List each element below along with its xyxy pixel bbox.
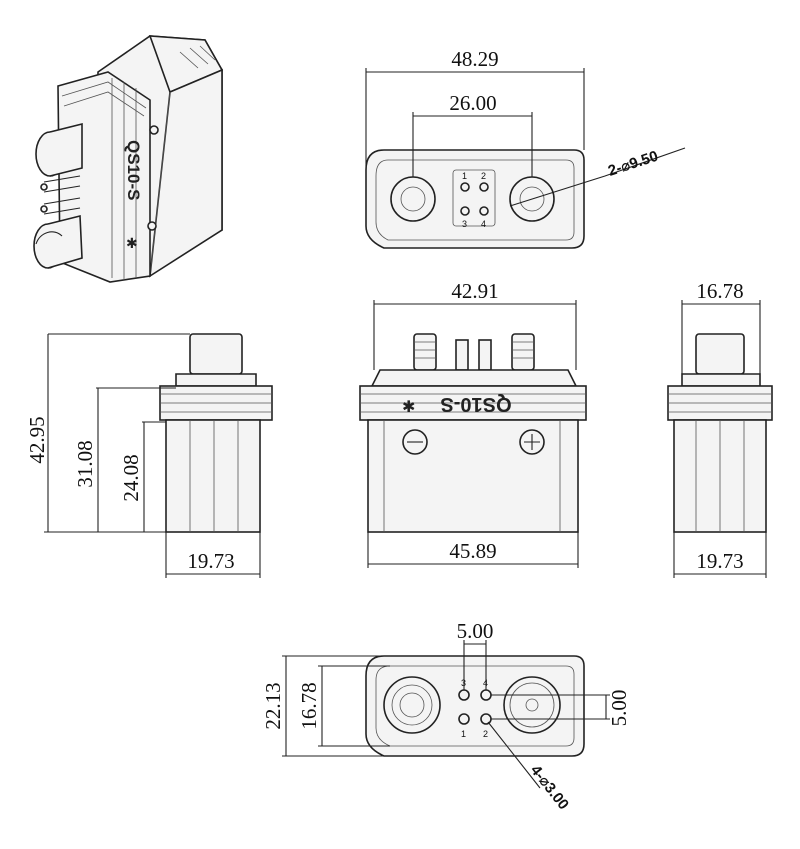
side-height-total-dimension: 42.95 — [25, 416, 49, 463]
front-view: QS10-S ✱ 42.91 45.89 — [359, 279, 587, 568]
bottom-pin-callout: 4-⌀3.00 — [527, 762, 572, 813]
right-width-dimension: 19.73 — [696, 549, 743, 573]
front-logo-icon: ✱ — [402, 399, 415, 416]
top-hole-callout: 2-⌀9.50 — [606, 148, 660, 180]
left-side-view: 42.95 31.08 24.08 19.73 — [25, 333, 273, 578]
side-height-mid-dimension: 31.08 — [73, 440, 97, 487]
front-bottom-width-dimension: 45.89 — [449, 539, 496, 563]
side-height-body-dimension: 24.08 — [119, 454, 143, 501]
top-pin-label-4: 4 — [481, 219, 486, 229]
top-pin-label-3: 3 — [462, 219, 467, 229]
bottom-view: 3 4 1 2 5.00 5.00 22.13 16.78 4-⌀3.00 — [261, 619, 631, 813]
bottom-pin-label-2: 2 — [483, 729, 488, 739]
iso-product-label: QS10-S — [124, 140, 143, 200]
side-width-dimension: 19.73 — [187, 549, 234, 573]
right-top-width-dimension: 16.78 — [696, 279, 743, 303]
top-overall-width-dimension: 48.29 — [451, 47, 498, 71]
bottom-pin-pitch-h-dimension: 5.00 — [457, 619, 494, 643]
right-side-view: 16.78 19.73 — [667, 279, 773, 578]
isometric-view: QS10-S ✱ — [33, 35, 224, 283]
front-top-width-dimension: 42.91 — [451, 279, 498, 303]
iso-logo-icon: ✱ — [126, 235, 138, 251]
top-hole-spacing-dimension: 26.00 — [449, 91, 496, 115]
top-view: 1 2 3 4 48.29 26.00 2-⌀9.50 — [365, 47, 686, 249]
bottom-outer-height-dimension: 22.13 — [261, 682, 285, 729]
top-pin-label-2: 2 — [481, 171, 486, 181]
bottom-pin-label-1: 1 — [461, 729, 466, 739]
front-product-label: QS10-S — [440, 393, 511, 415]
top-pin-label-1: 1 — [462, 171, 467, 181]
bottom-pin-pitch-v-dimension: 5.00 — [607, 690, 631, 727]
bottom-inner-height-dimension: 16.78 — [297, 682, 321, 729]
